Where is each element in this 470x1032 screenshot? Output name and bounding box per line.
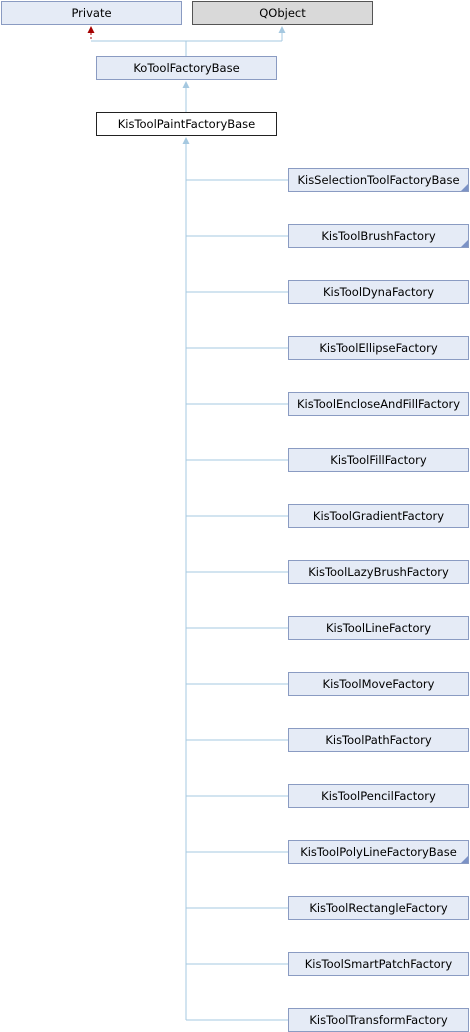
node-private[interactable]: Private — [1, 1, 182, 25]
more-subclasses-icon — [461, 240, 468, 247]
node-derived-class[interactable]: KisToolDynaFactory — [288, 280, 469, 304]
node-derived-class[interactable]: KisToolPencilFactory — [288, 784, 469, 808]
node-derived-class[interactable]: KisToolTransformFactory — [288, 1008, 469, 1032]
node-derived-class[interactable]: KisToolFillFactory — [288, 448, 469, 472]
node-kis-tool-paint-factory-base: KisToolPaintFactoryBase — [96, 112, 277, 136]
node-derived-class[interactable]: KisToolEllipseFactory — [288, 336, 469, 360]
base-edge-arrowhead — [182, 81, 190, 88]
node-ko-tool-factory-base[interactable]: KoToolFactoryBase — [96, 56, 277, 80]
node-derived-class[interactable]: KisToolPathFactory — [288, 728, 469, 752]
current-edge-arrowhead — [182, 137, 190, 144]
node-qobject[interactable]: QObject — [192, 1, 373, 25]
node-derived-class[interactable]: KisToolBrushFactory — [288, 224, 469, 248]
node-derived-class[interactable]: KisToolRectangleFactory — [288, 896, 469, 920]
node-derived-class[interactable]: KisToolLazyBrushFactory — [288, 560, 469, 584]
node-derived-class[interactable]: KisToolSmartPatchFactory — [288, 952, 469, 976]
node-derived-class[interactable]: KisToolPolyLineFactoryBase — [288, 840, 469, 864]
private-edge-arrowhead — [87, 26, 95, 33]
node-derived-class[interactable]: KisToolLineFactory — [288, 616, 469, 640]
node-derived-class[interactable]: KisToolGradientFactory — [288, 504, 469, 528]
node-derived-class[interactable]: KisToolEncloseAndFillFactory — [288, 392, 469, 416]
more-subclasses-icon — [461, 856, 468, 863]
node-derived-class[interactable]: KisSelectionToolFactoryBase — [288, 168, 469, 192]
node-derived-class[interactable]: KisToolMoveFactory — [288, 672, 469, 696]
more-subclasses-icon — [461, 184, 468, 191]
qobject-edge-arrowhead — [278, 26, 286, 33]
